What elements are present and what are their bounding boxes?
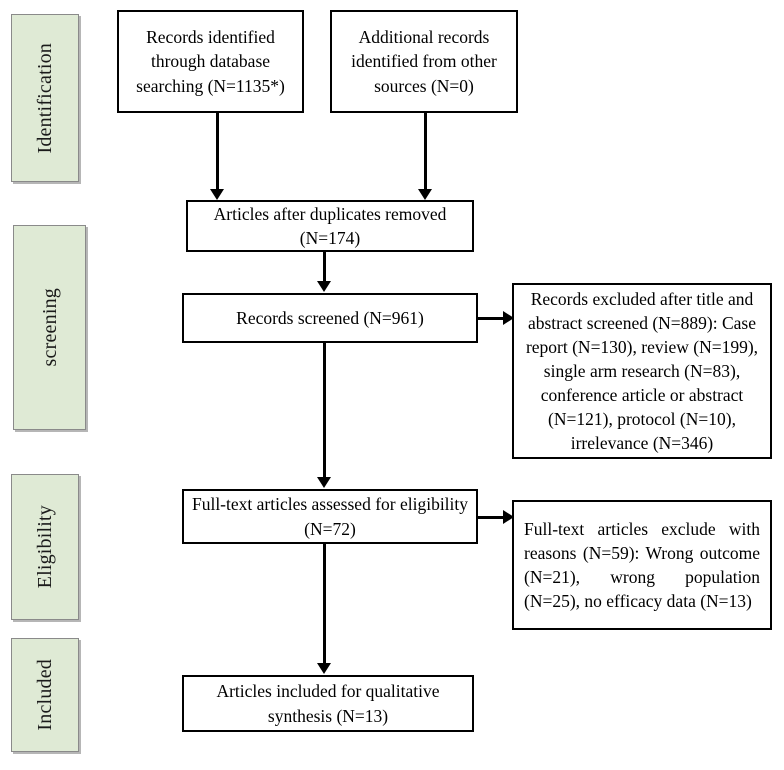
phase-eligibility-label: Eligibility xyxy=(34,505,56,589)
arrow-right-icon xyxy=(503,510,514,524)
node-included-qualitative-text: Articles included for qualitative synthe… xyxy=(216,681,440,726)
phase-screening-label: screening xyxy=(38,288,61,367)
phase-included: Included xyxy=(11,638,79,752)
arrow-down-icon xyxy=(317,281,331,292)
node-database-records-text: Records identified through database sear… xyxy=(136,27,285,96)
arrow-right-icon xyxy=(503,311,514,325)
node-records-screened: Records screened (N=961) xyxy=(182,293,478,343)
node-duplicates-removed-text: Articles after duplicates removed (N=174… xyxy=(213,203,447,248)
arrow-down-icon xyxy=(210,189,224,200)
node-other-records: Additional records identified from other… xyxy=(330,10,518,113)
node-records-screened-text: Records screened (N=961) xyxy=(236,307,424,328)
node-other-records-text: Additional records identified from other… xyxy=(351,27,497,96)
phase-included-label: Included xyxy=(34,659,56,731)
node-fulltext-excluded: Full-text articles exclude with reasons … xyxy=(512,500,772,630)
arrow-down-icon xyxy=(317,477,331,488)
node-fulltext-assessed: Full-text articles assessed for eligibil… xyxy=(182,489,478,544)
phase-identification: Identification xyxy=(11,14,79,182)
node-included-qualitative: Articles included for qualitative synthe… xyxy=(182,675,474,732)
arrow-down-icon xyxy=(418,189,432,200)
node-fulltext-assessed-text: Full-text articles assessed for eligibil… xyxy=(191,494,469,539)
arrow-down-icon xyxy=(317,663,331,674)
node-records-excluded: Records excluded after title and abstrac… xyxy=(512,283,772,459)
node-records-excluded-text: Records excluded after title and abstrac… xyxy=(525,288,759,454)
node-fulltext-excluded-text: Full-text articles exclude with reasons … xyxy=(524,518,760,612)
phase-screening: screening xyxy=(13,225,86,430)
phase-identification-label: Identification xyxy=(34,42,56,154)
node-database-records: Records identified through database sear… xyxy=(117,10,304,113)
node-duplicates-removed: Articles after duplicates removed (N=174… xyxy=(186,200,474,252)
phase-eligibility: Eligibility xyxy=(11,474,79,620)
